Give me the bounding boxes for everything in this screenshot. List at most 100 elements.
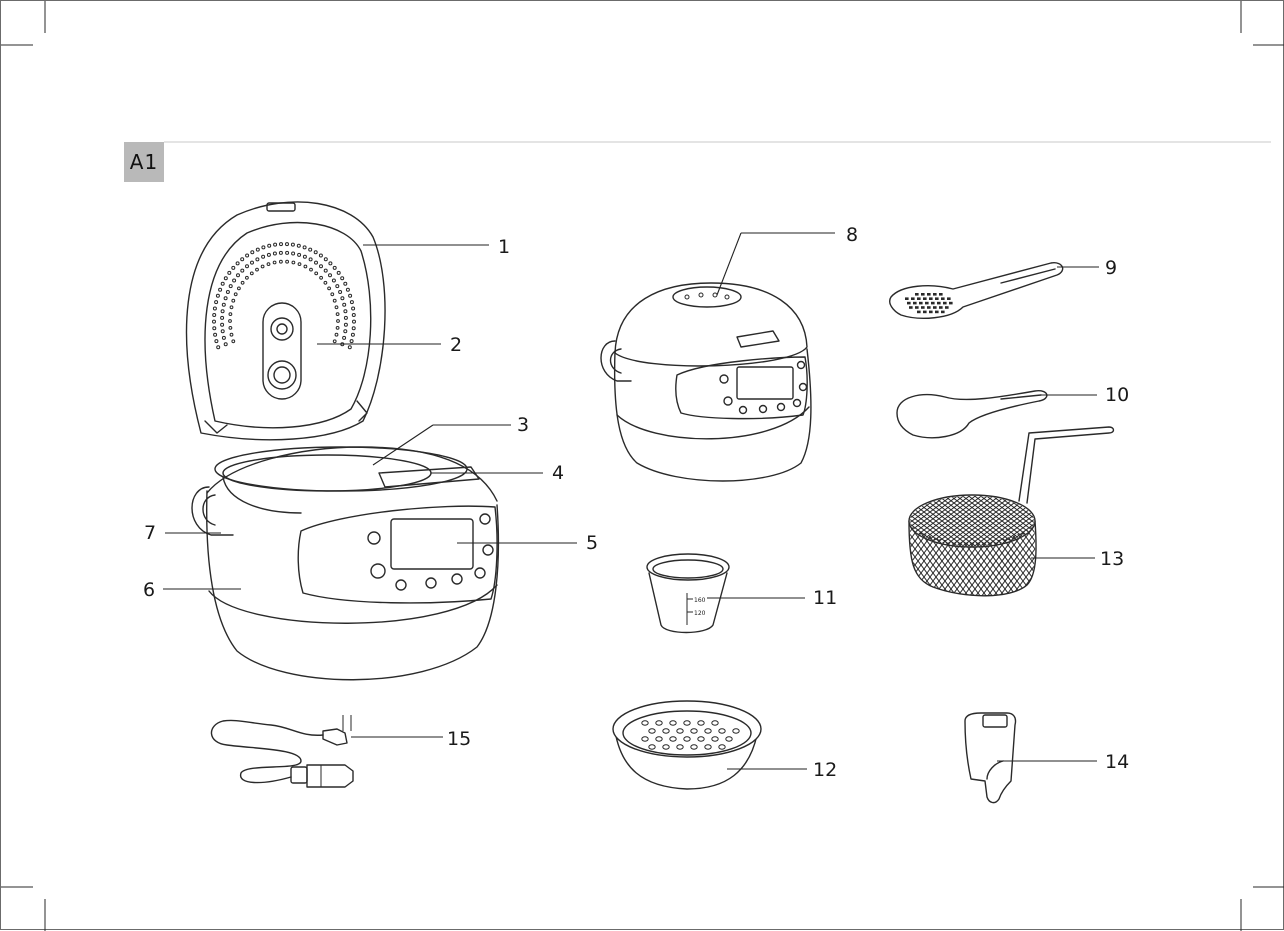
- lid-hole: [278, 250, 283, 255]
- slotted-spatula-illustration: [889, 262, 1064, 319]
- lid-hole: [223, 276, 228, 281]
- lid-hole: [327, 286, 332, 291]
- lid-hole: [334, 305, 339, 310]
- tray-hole: [690, 744, 698, 750]
- lid-hole: [302, 254, 307, 259]
- lid-hole: [255, 267, 259, 272]
- callout-3: 3: [517, 414, 529, 436]
- lid-hole: [328, 261, 333, 266]
- lid-hole: [343, 322, 348, 327]
- lid-hole: [218, 287, 223, 292]
- tray-hole: [711, 720, 719, 726]
- lid-hole: [272, 251, 277, 256]
- lid-hole: [335, 284, 340, 289]
- lid-hole: [352, 319, 356, 324]
- callout-1: 1: [498, 236, 510, 258]
- callout-7: 7: [144, 522, 156, 544]
- tray-hole: [669, 720, 677, 726]
- section-tag: A1: [124, 142, 164, 182]
- lid-hole: [319, 264, 323, 269]
- spatula-slot: [949, 301, 953, 305]
- steamer-tray-illustration: [612, 700, 762, 790]
- lid-hole: [351, 313, 356, 317]
- lid-hole: [266, 262, 271, 267]
- lid-hole: [227, 270, 232, 275]
- lid-hole: [221, 335, 226, 340]
- lid-hole: [221, 302, 226, 307]
- lid-hole: [228, 326, 233, 330]
- lid-hole: [351, 326, 356, 331]
- callout-9: 9: [1105, 257, 1117, 279]
- lid-hole: [255, 257, 260, 262]
- frying-basket-illustration: [908, 426, 1115, 597]
- lid-hole: [314, 271, 319, 276]
- lid-hole: [348, 293, 353, 298]
- callout-10: 10: [1105, 384, 1129, 406]
- lid-hole: [212, 306, 217, 311]
- lid-hole: [323, 268, 328, 273]
- callout-labels: 1 2 3 4 5 6 7 8 9 10 11 12 13 14 15: [143, 224, 1129, 781]
- lid-hole: [223, 296, 228, 301]
- cup-mark-upper: 160: [694, 597, 706, 604]
- tray-hole: [697, 736, 705, 742]
- lid-hole: [261, 245, 266, 250]
- tray-hole: [655, 720, 663, 726]
- lid-hole: [279, 259, 283, 264]
- tray-hole: [676, 744, 684, 750]
- spatula-slot: [935, 310, 939, 314]
- lid-hole: [220, 281, 225, 286]
- lid-hole: [261, 254, 266, 259]
- measuring-cup-illustration: 160 120: [646, 553, 730, 634]
- spatula-slot: [909, 306, 913, 309]
- spatula-slot: [939, 293, 943, 296]
- lid-hole: [245, 275, 249, 280]
- callout-6: 6: [143, 579, 155, 601]
- lid-hole: [228, 284, 233, 289]
- lid-hole: [220, 309, 225, 314]
- tray-hole: [662, 744, 670, 750]
- lid-hole: [229, 332, 234, 337]
- tray-hole: [711, 736, 719, 742]
- lid-hole: [228, 312, 233, 317]
- spatula-slot: [917, 310, 921, 314]
- lid-hole: [279, 242, 283, 247]
- lid-hole: [345, 287, 350, 292]
- spatula-slot: [935, 297, 939, 300]
- open-cooker-illustration: [185, 201, 500, 681]
- lid-hole: [255, 247, 260, 252]
- spatula-slot: [923, 310, 927, 314]
- cooker-body: [191, 446, 500, 681]
- lid-hole: [214, 339, 219, 344]
- lid-hole: [349, 300, 354, 305]
- tray-hole: [718, 744, 726, 750]
- lid-hole: [250, 250, 255, 255]
- spatula-slot: [947, 297, 951, 300]
- lid-hole: [308, 247, 313, 252]
- steamer-tray-holes: [641, 720, 740, 750]
- spatula-slot: [933, 306, 937, 309]
- lid-hole: [240, 268, 245, 273]
- callout-13: 13: [1100, 548, 1124, 570]
- tray-hole: [662, 728, 670, 734]
- lid-hole: [273, 242, 278, 247]
- callout-4: 4: [552, 462, 564, 484]
- lid-hole: [272, 260, 277, 265]
- tray-hole: [669, 736, 677, 742]
- tray-hole: [725, 736, 733, 742]
- lid-hole: [267, 243, 272, 248]
- lid-hole: [332, 265, 337, 270]
- lid-hole: [336, 270, 341, 275]
- lid-hole: [342, 335, 347, 340]
- spatula-slot: [929, 310, 933, 314]
- lid-hole: [313, 250, 318, 255]
- lid-hole: [351, 306, 356, 311]
- callout-5: 5: [586, 532, 598, 554]
- lid-hole: [231, 298, 236, 303]
- tray-hole: [683, 736, 691, 742]
- lid-hole: [335, 312, 340, 317]
- lid-hole: [332, 339, 337, 344]
- tray-hole: [718, 728, 726, 734]
- lid-hole: [343, 329, 348, 334]
